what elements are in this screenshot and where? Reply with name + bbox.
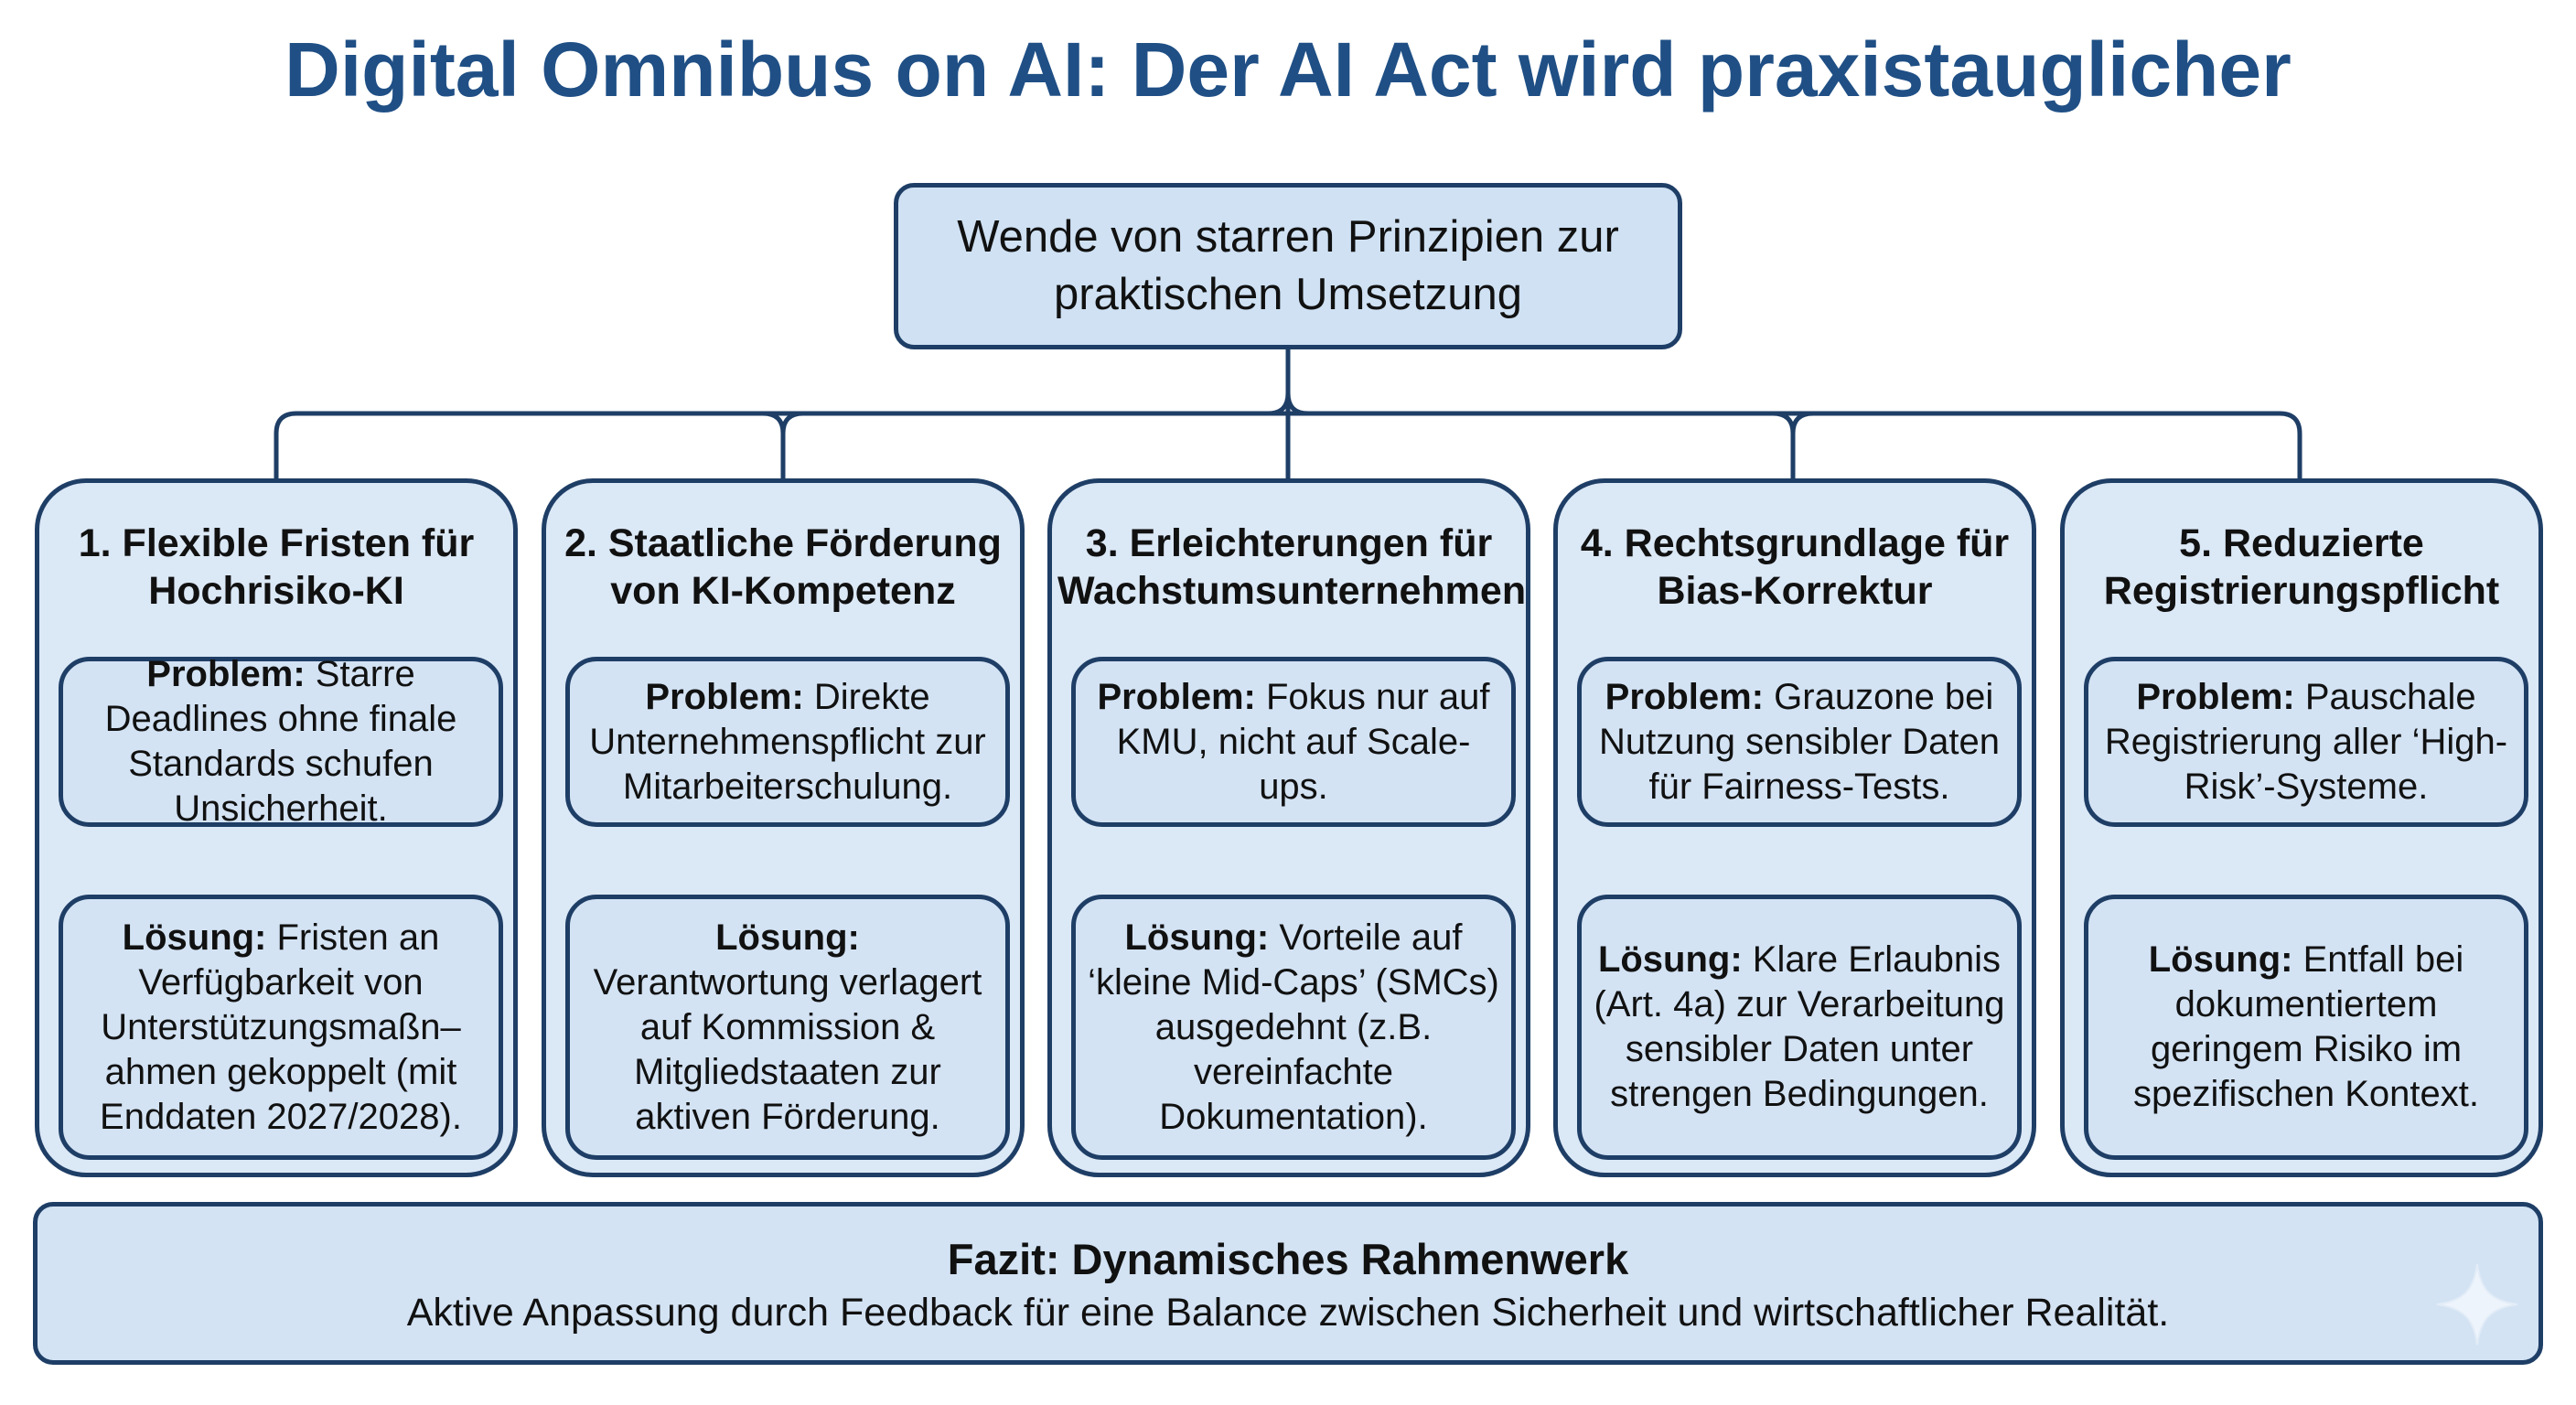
column-1: 1. Flexible Fristen für Hochrisiko-KI Pr…: [35, 478, 518, 1177]
problem-label: Problem:: [146, 654, 306, 694]
loesung-box: Lösung: Vorteile auf ‘kleine Mid-Caps’ (…: [1071, 895, 1516, 1160]
connector-drop-1: [274, 411, 299, 481]
loesung-text: Fristen an Verfügbarkeit von Unterstützu…: [100, 917, 462, 1137]
problem-text: Grauzone bei Nutzung sensibler Daten für…: [1598, 676, 2001, 807]
sparkle-icon: [2436, 1263, 2518, 1346]
root-node: Wende von starren Prinzipien zur praktis…: [894, 183, 1682, 349]
column-4: 4. Rechtsgrundlage für Bias-Korrektur Pr…: [1553, 478, 2036, 1177]
column-title: 5. Reduzierte Registrierungspflicht: [2103, 521, 2500, 613]
problem-box: Problem: Direkte Unternehmenspflicht zur…: [565, 657, 1010, 827]
problem-text: Starre Deadlines ohne finale Standards s…: [104, 654, 457, 829]
loesung-box: Lösung: Fristen an Verfügbarkeit von Unt…: [59, 895, 503, 1160]
loesung-label: Lösung:: [715, 917, 860, 958]
problem-box: Problem: Starre Deadlines ohne finale St…: [59, 654, 503, 829]
loesung-label: Lösung:: [122, 917, 267, 958]
problem-box: Problem: Fokus nur auf KMU, nicht auf Sc…: [1071, 657, 1516, 827]
root-line-1: Wende von starren Prinzipien zur: [957, 212, 1619, 262]
problem-text: Pauschale Registrierung aller ‘High-Risk…: [2104, 676, 2508, 807]
loesung-label: Lösung:: [1597, 939, 1743, 980]
problem-label: Problem:: [1097, 676, 1256, 717]
column-3: 3. Erleichterungen für Wachstumsunterneh…: [1047, 478, 1530, 1177]
loesung-text: Entfall bei dokumentiertem geringem Risi…: [2133, 939, 2479, 1114]
root-line-2: praktischen Umsetzung: [1053, 270, 1522, 319]
column-title: 2. Staatliche Förderung von KI-Kompetenz: [564, 521, 1002, 613]
loesung-text: Vorteile auf ‘kleine Mid-Caps’ (SMCs) au…: [1088, 917, 1499, 1137]
loesung-box: Lösung: Entfall bei dokumentiertem gerin…: [2084, 895, 2528, 1160]
connector-drop-2: [760, 411, 806, 481]
connector-drop-4: [1770, 411, 1816, 481]
problem-text: Direkte Unternehmenspflicht zur Mitarbei…: [589, 676, 986, 807]
fazit-text: Aktive Anpassung durch Feedback für eine…: [406, 1291, 2170, 1335]
connector-drop-5: [2277, 411, 2302, 481]
fazit-title: Fazit: Dynamisches Rahmenwerk: [947, 1235, 1629, 1283]
fazit-box: Fazit: Dynamisches Rahmenwerk Aktive Anp…: [33, 1202, 2543, 1365]
loesung-label: Lösung:: [1124, 917, 1270, 958]
problem-label: Problem:: [1605, 676, 1765, 717]
loesung-label: Lösung:: [2148, 939, 2293, 980]
connector-curve-left: [1265, 391, 1291, 416]
column-5: 5. Reduzierte Registrierungspflicht Prob…: [2060, 478, 2543, 1177]
column-title: 3. Erleichterungen für Wachstumsunterneh…: [1057, 521, 1527, 613]
loesung-text: Klare Erlaubnis (Art. 4a) zur Verarbeitu…: [1594, 939, 2005, 1114]
problem-label: Problem:: [645, 676, 804, 717]
loesung-box: Lösung: Klare Erlaubnis (Art. 4a) zur Ve…: [1577, 895, 2022, 1160]
problem-text: Fokus nur auf KMU, nicht auf Scale-ups.: [1116, 676, 1490, 807]
page-title: Digital Omnibus on AI: Der AI Act wird p…: [284, 27, 2292, 113]
problem-box: Problem: Pauschale Registrierung aller ‘…: [2084, 657, 2528, 827]
loesung-text: Verantwortung verlagert auf Kommission &…: [593, 961, 982, 1137]
column-title: 4. Rechtsgrundlage für Bias-Korrektur: [1580, 521, 2010, 613]
problem-label: Problem:: [2136, 676, 2295, 717]
problem-box: Problem: Grauzone bei Nutzung sensibler …: [1577, 657, 2022, 827]
connector-curve-right: [1285, 391, 1311, 416]
loesung-box: Lösung:Verantwortung verlagert auf Kommi…: [565, 895, 1010, 1160]
column-2: 2. Staatliche Förderung von KI-Kompetenz…: [542, 478, 1025, 1177]
column-title: 1. Flexible Fristen für Hochrisiko-KI: [78, 521, 475, 613]
